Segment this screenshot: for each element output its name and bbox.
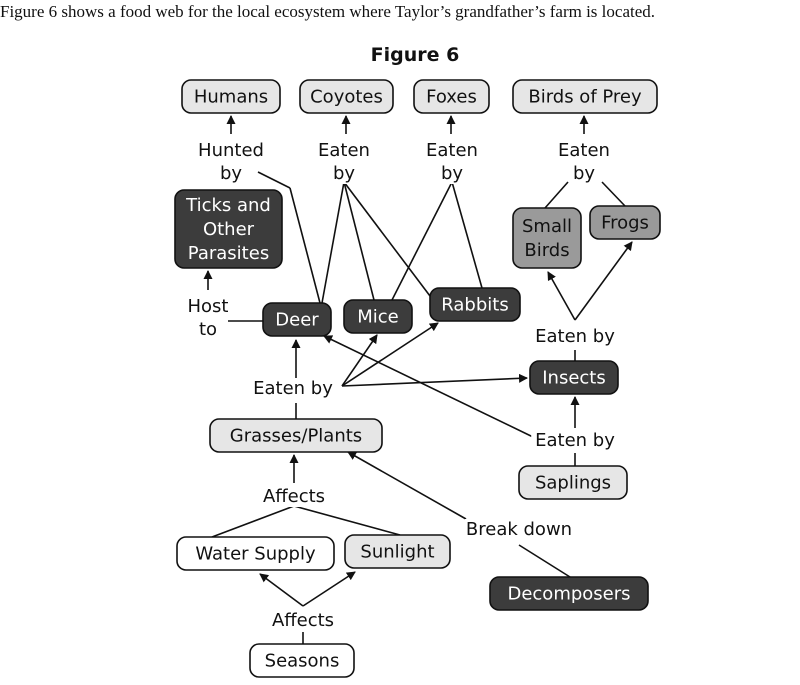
connector-line bbox=[544, 181, 569, 209]
svg-text:Other: Other bbox=[203, 219, 255, 240]
svg-text:Ticks and: Ticks and bbox=[185, 195, 271, 216]
svg-text:Foxes: Foxes bbox=[426, 87, 477, 108]
connector-line bbox=[343, 181, 375, 301]
connector-line bbox=[347, 451, 467, 520]
label-eaten-by-plants: Eaten by bbox=[249, 378, 337, 399]
svg-text:Humans: Humans bbox=[194, 87, 268, 108]
node-humans: Humans bbox=[181, 79, 281, 114]
connector-line bbox=[341, 334, 378, 387]
svg-text:to: to bbox=[199, 319, 217, 340]
svg-text:Seasons: Seasons bbox=[265, 651, 340, 672]
connector-line bbox=[343, 181, 431, 297]
svg-text:by: by bbox=[333, 163, 355, 184]
node-foxes: Foxes bbox=[413, 79, 490, 114]
connector-line bbox=[289, 187, 321, 304]
label-eaten-by-saplings: Eaten by bbox=[531, 430, 619, 451]
label-affects-plants: Affects bbox=[255, 486, 333, 507]
svg-text:Sunlight: Sunlight bbox=[360, 542, 434, 563]
svg-text:Affects: Affects bbox=[263, 486, 325, 507]
connector-line bbox=[211, 505, 295, 538]
svg-text:Hunted: Hunted bbox=[198, 140, 264, 161]
connector-line bbox=[547, 271, 576, 321]
node-birds-of-prey: Birds of Prey bbox=[512, 79, 658, 114]
svg-text:Insects: Insects bbox=[542, 368, 606, 389]
connector-line bbox=[257, 171, 291, 189]
connector-line bbox=[293, 505, 401, 536]
svg-text:Birds of Prey: Birds of Prey bbox=[528, 87, 642, 108]
svg-text:Saplings: Saplings bbox=[535, 473, 611, 494]
connector-line bbox=[518, 544, 571, 578]
svg-text:Decomposers: Decomposers bbox=[507, 584, 630, 605]
connector-line bbox=[302, 571, 356, 607]
svg-text:Eaten by: Eaten by bbox=[535, 326, 615, 347]
label-affects-seasons: Affects bbox=[264, 610, 342, 631]
connector-line bbox=[341, 373, 528, 387]
node-deer: Deer bbox=[262, 302, 332, 337]
svg-text:Eaten by: Eaten by bbox=[535, 430, 615, 451]
node-decomposers: Decomposers bbox=[489, 576, 649, 611]
connector-line bbox=[321, 181, 345, 304]
relation-labels: HuntedbyEatenbyEatenbyEatenbyHosttoEaten… bbox=[184, 140, 619, 631]
node-sunlight: Sunlight bbox=[344, 534, 451, 569]
svg-text:Eaten: Eaten bbox=[318, 140, 370, 161]
node-frogs: Frogs bbox=[589, 205, 661, 240]
connector-lines bbox=[203, 115, 633, 644]
svg-text:Host: Host bbox=[188, 296, 229, 317]
svg-text:Rabbits: Rabbits bbox=[441, 295, 508, 316]
svg-text:by: by bbox=[220, 163, 242, 184]
connector-line bbox=[574, 241, 633, 321]
svg-text:Coyotes: Coyotes bbox=[310, 87, 383, 108]
svg-text:Birds: Birds bbox=[524, 240, 569, 261]
svg-text:Small: Small bbox=[522, 216, 572, 237]
connector-line bbox=[341, 322, 439, 387]
node-seasons: Seasons bbox=[249, 643, 355, 678]
node-water: Water Supply bbox=[176, 536, 335, 571]
figure-title: Figure 6 bbox=[370, 44, 460, 66]
svg-text:Eaten by: Eaten by bbox=[253, 378, 333, 399]
svg-text:Eaten: Eaten bbox=[558, 140, 610, 161]
connector-line bbox=[601, 181, 626, 207]
svg-text:Mice: Mice bbox=[357, 307, 399, 328]
connector-line bbox=[323, 335, 534, 438]
node-rabbits: Rabbits bbox=[429, 287, 521, 322]
node-coyotes: Coyotes bbox=[299, 79, 394, 114]
svg-text:by: by bbox=[441, 163, 463, 184]
svg-text:Affects: Affects bbox=[272, 610, 334, 631]
connector-line bbox=[451, 181, 483, 289]
svg-text:Frogs: Frogs bbox=[601, 213, 649, 234]
svg-text:Parasites: Parasites bbox=[188, 243, 269, 264]
node-grasses: Grasses/Plants bbox=[209, 418, 383, 453]
label-break-down: Break down bbox=[465, 519, 573, 540]
svg-text:Grasses/Plants: Grasses/Plants bbox=[230, 426, 362, 447]
node-saplings: Saplings bbox=[518, 465, 628, 500]
svg-text:Break down: Break down bbox=[466, 519, 572, 540]
svg-text:Water Supply: Water Supply bbox=[195, 544, 316, 565]
node-insects: Insects bbox=[529, 360, 619, 395]
node-mice: Mice bbox=[343, 299, 413, 334]
svg-text:Deer: Deer bbox=[275, 310, 319, 331]
svg-text:Eaten: Eaten bbox=[426, 140, 478, 161]
svg-text:by: by bbox=[573, 163, 595, 184]
intro-text: Figure 6 shows a food web for the local … bbox=[0, 2, 656, 21]
connector-line bbox=[391, 181, 453, 301]
connector-line bbox=[259, 573, 304, 607]
label-eaten-by-insects-up: Eaten by bbox=[531, 326, 619, 347]
